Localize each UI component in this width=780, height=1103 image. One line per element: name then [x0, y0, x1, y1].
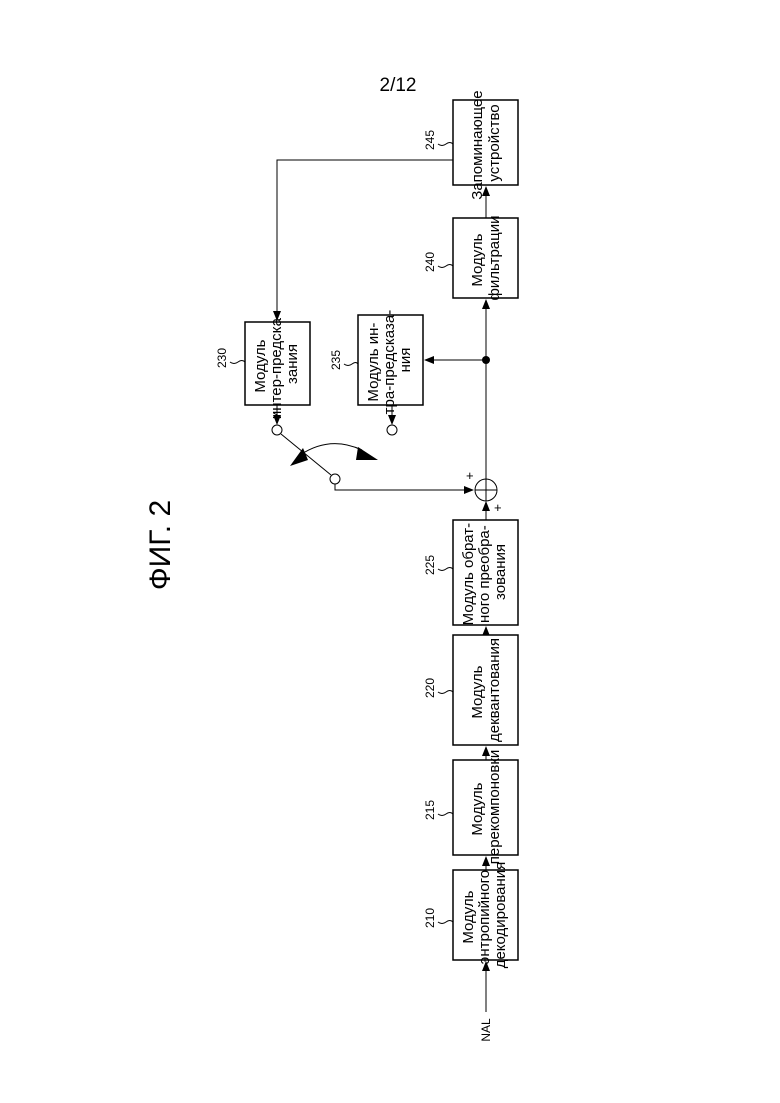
block-number: 220 — [423, 678, 437, 698]
block-240-filtering: Модуль фильтрации 240 — [423, 215, 518, 300]
adder: + + — [466, 468, 502, 515]
block-245-memory: Запоминающее устройство 245 — [423, 86, 518, 199]
block-number: 215 — [423, 800, 437, 820]
block-230-inter-prediction: Модуль интер-предска- зания 230 — [215, 309, 310, 419]
block-number: 230 — [215, 348, 229, 368]
block-235-intra-prediction: Модуль ин- тра-предсказа- ния 235 — [329, 306, 423, 415]
block-number: 210 — [423, 908, 437, 928]
adder-sign-bottom: + — [494, 500, 502, 515]
block-number: 225 — [423, 555, 437, 575]
block-220-dequantization: Модуль деквантования 220 — [423, 635, 518, 745]
block-225-inverse-transform: Модуль обрат- ного преобра- зования 225 — [423, 519, 518, 626]
block-number: 245 — [423, 130, 437, 150]
nal-input-label: NAL — [479, 1018, 493, 1042]
adder-sign-top: + — [466, 468, 474, 483]
block-215-rearrangement: Модуль перекомпоновки 215 — [423, 750, 518, 865]
page-number: 2/12 — [380, 75, 417, 96]
block-number: 235 — [329, 350, 343, 370]
block-210-entropy-decoding: Модуль энтропийного декодирования 210 — [423, 862, 518, 969]
switch-arc-icon — [290, 444, 378, 466]
figure-title: ФИГ. 2 — [144, 500, 177, 590]
block-number: 240 — [423, 252, 437, 272]
